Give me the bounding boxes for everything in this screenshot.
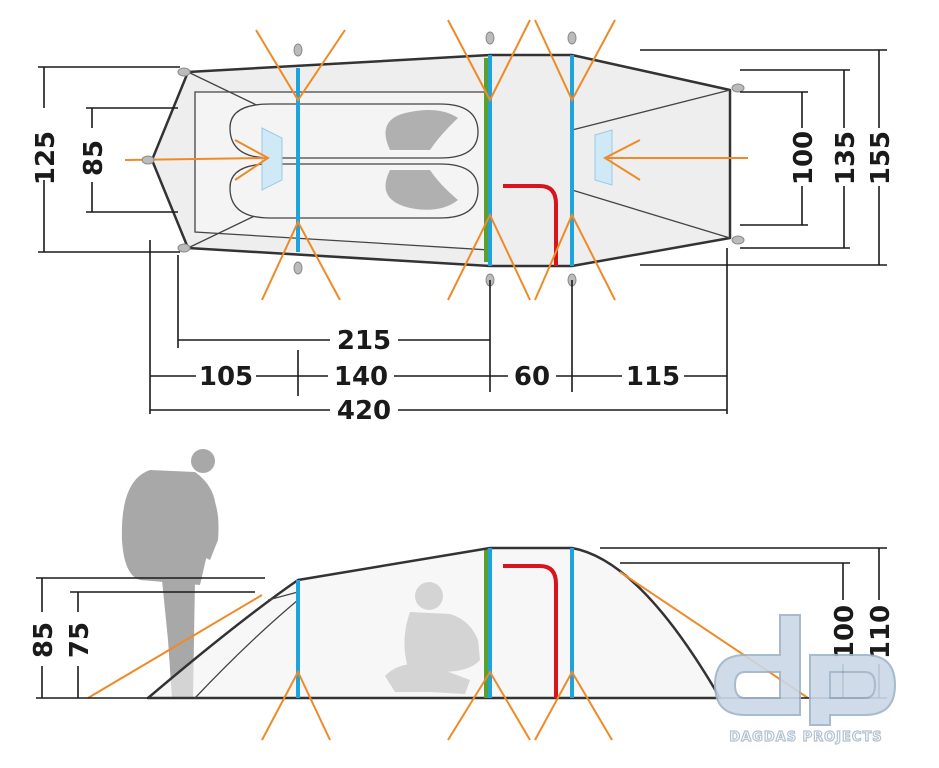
dim-side-left-75: 75 [65, 622, 95, 658]
side-guy-lines [87, 571, 809, 741]
plan-inner-line [571, 189, 731, 239]
dim-plan-right-100: 100 [789, 131, 819, 185]
plan-view: 125 85 100 135 155 215 105 140 60 115 42… [31, 19, 896, 426]
side-inner-line [194, 599, 299, 699]
plan-guy-lines [124, 19, 748, 301]
dim-plan-segment-115: 115 [626, 362, 680, 392]
side-door-zip [503, 564, 558, 698]
sleeping-bag-upper [385, 110, 458, 150]
logo-letter-d [713, 614, 801, 716]
dim-plan-segment-140: 140 [334, 362, 388, 392]
dim-plan-segment-60: 60 [514, 362, 550, 392]
dim-plan-right-155: 155 [866, 131, 896, 185]
logo-company-name: DAGDAS PROJECTS [729, 730, 882, 745]
dagdas-projects-logo: DAGDAS PROJECTS [713, 614, 897, 746]
dim-side-right-110: 110 [866, 605, 896, 659]
side-outer-fly [146, 546, 722, 700]
dim-side-left-85: 85 [29, 622, 59, 658]
side-view: 85 75 100 110 [29, 449, 896, 741]
plan-door-zip [503, 184, 558, 266]
plan-inner-line [571, 89, 731, 131]
dim-plan-total-420: 420 [337, 396, 391, 426]
logo-letter-p [809, 654, 897, 726]
plan-dimension-lines [38, 49, 887, 414]
side-inner-line [267, 591, 299, 601]
dim-plan-left-125: 125 [31, 131, 61, 185]
dim-plan-segment-105: 105 [199, 362, 253, 392]
dim-side-right-100: 100 [830, 605, 860, 659]
dim-plan-inner-215: 215 [337, 326, 391, 356]
plan-vent-right [594, 129, 613, 186]
dim-plan-left-85: 85 [79, 140, 109, 176]
sleeping-bag-lower [385, 170, 458, 210]
dim-plan-right-135: 135 [831, 131, 861, 185]
plan-vent-left [261, 127, 283, 191]
